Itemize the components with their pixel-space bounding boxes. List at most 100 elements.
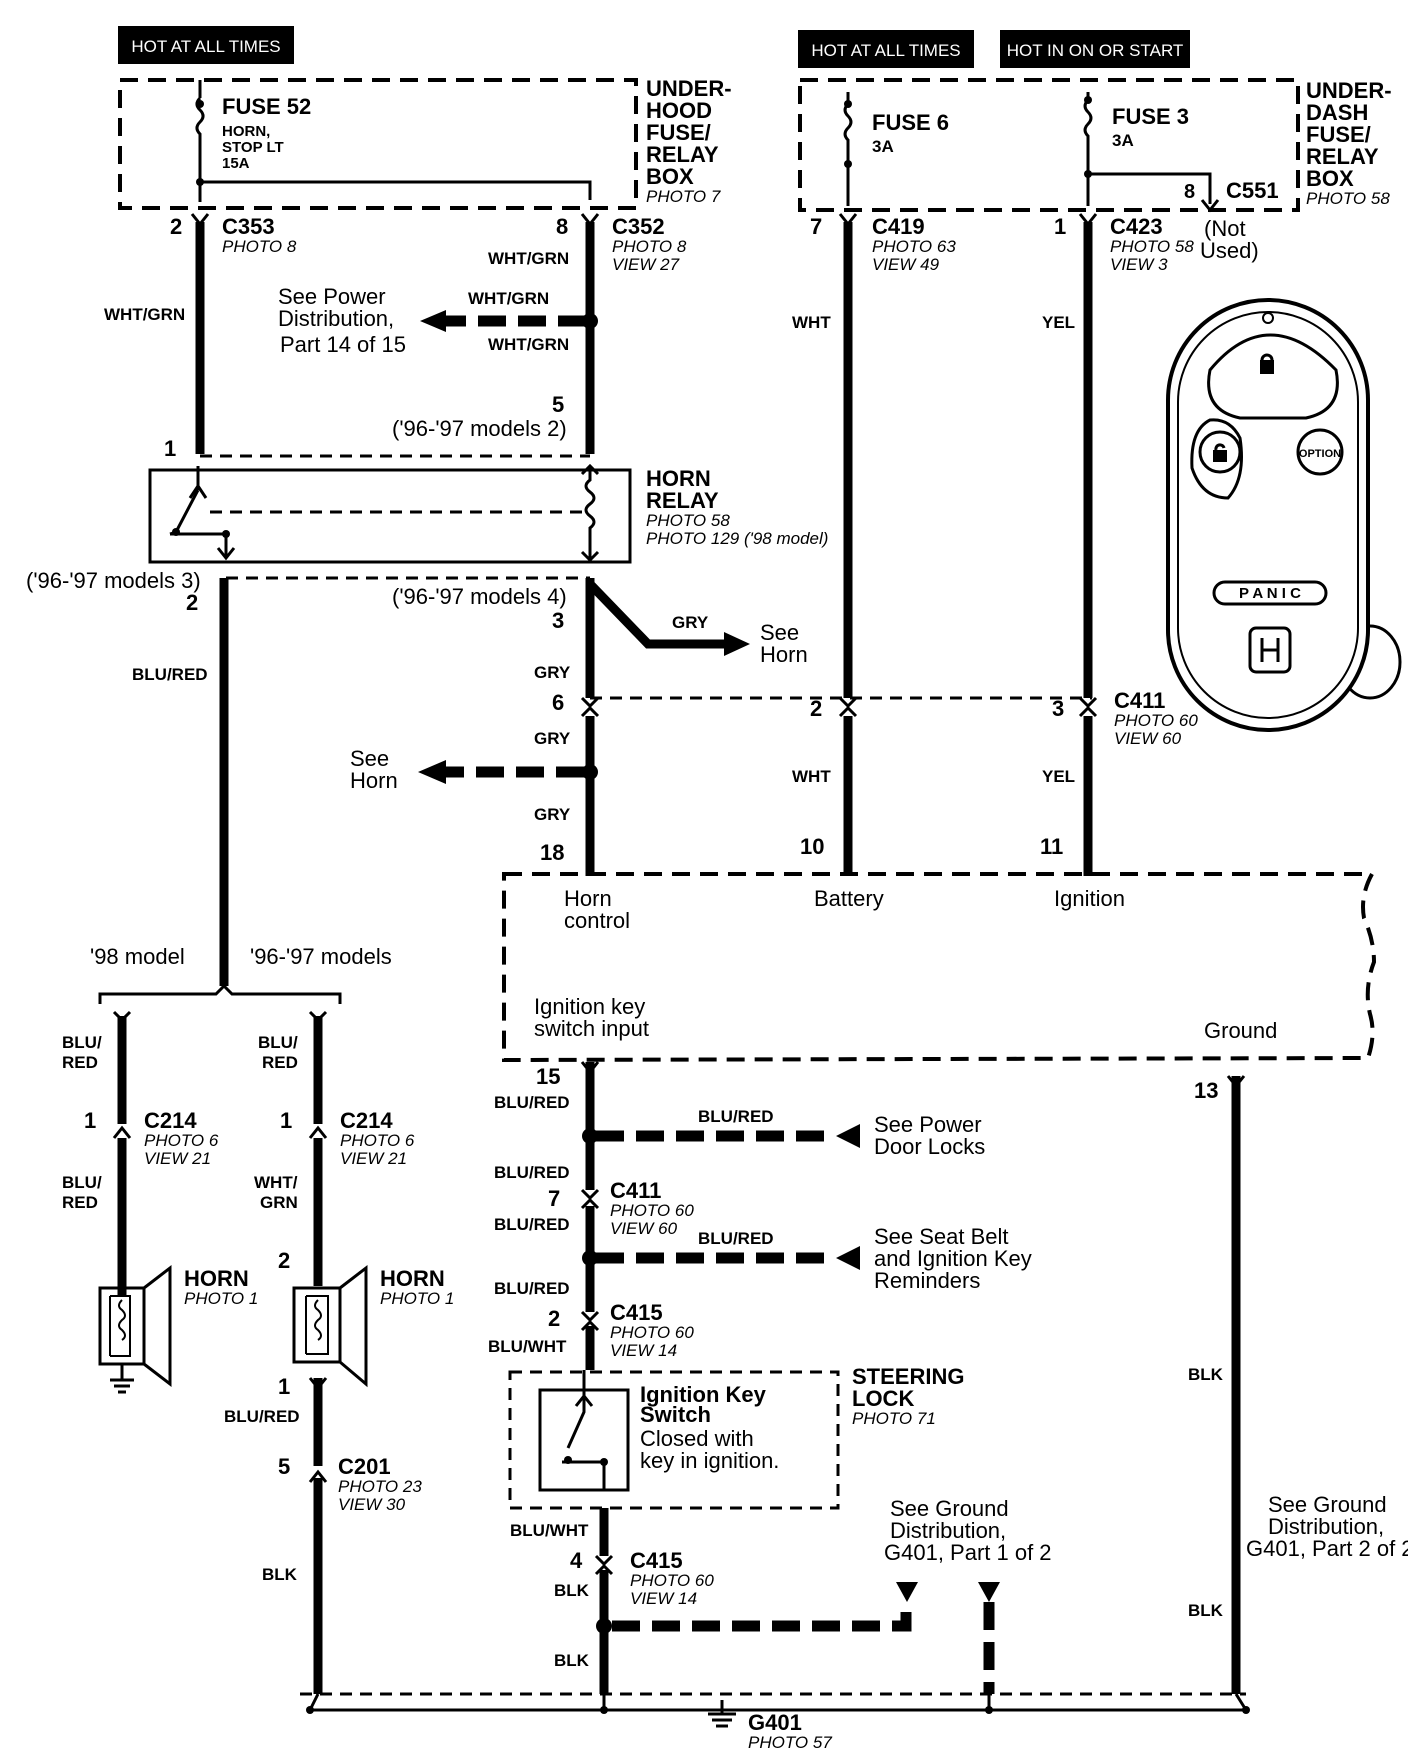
relay-note4: ('96-'97 models 4) — [392, 584, 567, 609]
ground-symbol-g401 — [708, 1700, 736, 1728]
c551-note1: (Not — [1204, 216, 1246, 241]
relay-note3: ('96-'97 models 3) — [26, 568, 201, 593]
wire-label-blu-a2: BLU/ — [62, 1173, 102, 1192]
wire-label-red-a2: RED — [62, 1193, 98, 1212]
svg-text:HORN: HORN — [646, 466, 711, 491]
c551-note2: Used) — [1200, 238, 1259, 263]
wire-label-blu-a1: BLU/ — [62, 1033, 102, 1052]
wire-label-bluwht-2: BLU/WHT — [510, 1521, 589, 1540]
module-pin10: 10 — [800, 834, 824, 859]
steering-lock — [508, 1370, 840, 1510]
horn-relay-coil-contacts — [169, 466, 596, 560]
module-ground: Ground — [1204, 1018, 1277, 1043]
c411a-pin-gry: 6 — [552, 690, 564, 715]
wire-label-blured-p15-3: BLU/RED — [494, 1215, 570, 1234]
keyless-remote-transmitter: OPTION P A N I C — [1166, 298, 1402, 732]
svg-text:HORN,: HORN, — [222, 123, 270, 140]
c352-note: ('96-'97 models 2) — [392, 416, 567, 441]
keyfob-panic-label: P A N I C — [1239, 585, 1301, 602]
horn-a-photo: PHOTO 1 — [184, 1289, 258, 1308]
svg-text:BOX: BOX — [646, 164, 694, 189]
wire-label-wht-b: WHT/ — [254, 1173, 298, 1192]
c214b-pin: 1 — [280, 1108, 292, 1133]
c415b-pin: 4 — [570, 1548, 583, 1573]
c551-name: C551 — [1226, 178, 1279, 203]
wire-label-blk-b: BLK — [262, 1565, 298, 1584]
wire-branch-ground-part1 — [612, 1604, 912, 1632]
c423-view: VIEW 3 — [1110, 255, 1168, 274]
wire-label-blured-p15-2: BLU/RED — [494, 1163, 570, 1182]
fuse-3-label: FUSE 3 — [1112, 104, 1189, 129]
model-98-label: '98 model — [90, 944, 185, 969]
wire-label-blured-p15-1: BLU/RED — [494, 1093, 570, 1112]
c415a-pin: 2 — [548, 1306, 560, 1331]
c411b-connector — [580, 1188, 600, 1210]
horn-b-pin2: 2 — [278, 1248, 290, 1273]
fuse-3-rating: 3A — [1112, 131, 1134, 150]
module-pin11: 11 — [1040, 834, 1063, 859]
svg-text:Ignition Key: Ignition Key — [640, 1382, 767, 1407]
svg-text:FUSE/: FUSE/ — [646, 120, 711, 145]
module-pin15: 15 — [536, 1064, 560, 1089]
c201-name: C201 — [338, 1454, 391, 1479]
c551-pin: 8 — [1184, 181, 1195, 203]
module-battery: Battery — [814, 886, 884, 911]
relay-pin1: 1 — [164, 436, 176, 461]
wire-label-whtgrn-left: WHT/GRN — [104, 305, 185, 324]
ref-ground-part2-3: G401, Part 2 of 2 — [1246, 1536, 1408, 1561]
svg-text:PHOTO 58: PHOTO 58 — [1306, 189, 1390, 208]
svg-text:DASH: DASH — [1306, 100, 1368, 125]
wire-gry-to-horn — [586, 580, 730, 649]
wire-label-blured-door: BLU/RED — [698, 1107, 774, 1126]
ref-ground-part1-3: G401, Part 1 of 2 — [884, 1540, 1052, 1565]
c415b-view: VIEW 14 — [630, 1589, 697, 1608]
c411b-photo: PHOTO 60 — [610, 1201, 694, 1220]
c411b-name: C411 — [610, 1178, 661, 1203]
module-pin13: 13 — [1194, 1078, 1218, 1103]
horn-a-name: HORN — [184, 1266, 249, 1291]
banner-mid-text: HOT AT ALL TIMES — [811, 41, 960, 60]
horn-relay-label: HORN RELAY PHOTO 58 PHOTO 129 ('98 model… — [646, 466, 828, 548]
c353-name: C353 — [222, 214, 275, 239]
ref-door-locks-1: See Power — [874, 1112, 982, 1137]
fuse-52-label: FUSE 52 HORN, STOP LT 15A — [222, 94, 311, 172]
svg-text:RELAY: RELAY — [646, 142, 719, 167]
svg-text:See Power: See Power — [278, 284, 386, 309]
wire-label-grn-b: GRN — [260, 1193, 298, 1212]
ignition-key-switch-label: Ignition Key Switch Closed with key in i… — [640, 1382, 779, 1473]
underdash-fuse-box — [798, 78, 1300, 212]
g401-name: G401 — [748, 1710, 802, 1735]
wire-label-wht-1: WHT — [792, 313, 831, 332]
horn-b-name: HORN — [380, 1266, 445, 1291]
module-horn-control-2: control — [564, 908, 630, 933]
wire-label-whtgrn-branch: WHT/GRN — [468, 289, 549, 308]
c411a-name: C411 — [1114, 688, 1165, 713]
steering-lock-label: STEERING LOCK PHOTO 71 — [852, 1364, 964, 1428]
c201-photo: PHOTO 23 — [338, 1477, 422, 1496]
c419-view: VIEW 49 — [872, 255, 940, 274]
module-key-input-1: Ignition key — [534, 994, 645, 1019]
wire-label-blu-b1: BLU/ — [258, 1033, 298, 1052]
svg-text:FUSE/: FUSE/ — [1306, 122, 1371, 147]
wire-label-blk-sw1: BLK — [554, 1581, 590, 1600]
ref-horn2-line2: Horn — [350, 768, 398, 793]
svg-text:RELAY: RELAY — [646, 488, 719, 513]
wire-label-yel-2: YEL — [1042, 767, 1075, 786]
c415a-connector — [580, 1310, 600, 1332]
c415a-view: VIEW 14 — [610, 1341, 677, 1360]
module-pin18: 18 — [540, 840, 564, 865]
ref-door-locks-2: Door Locks — [874, 1134, 985, 1159]
wire-label-blured-seat: BLU/RED — [698, 1229, 774, 1248]
wire-label-red-b1: RED — [262, 1053, 298, 1072]
svg-text:BOX: BOX — [1306, 166, 1354, 191]
wire-label-whtgrn-c352b: WHT/GRN — [488, 335, 569, 354]
wire-label-gry-2: GRY — [534, 729, 571, 748]
c419-name: C419 — [872, 214, 925, 239]
arrow-see-horn-2 — [418, 760, 446, 784]
c214a-name: C214 — [144, 1108, 197, 1133]
fuse-6-rating: 3A — [872, 137, 894, 156]
arrow-door-locks — [836, 1124, 860, 1148]
c411a-pin: 3 — [1052, 696, 1064, 721]
wire-label-blk-sw2: BLK — [554, 1651, 590, 1670]
